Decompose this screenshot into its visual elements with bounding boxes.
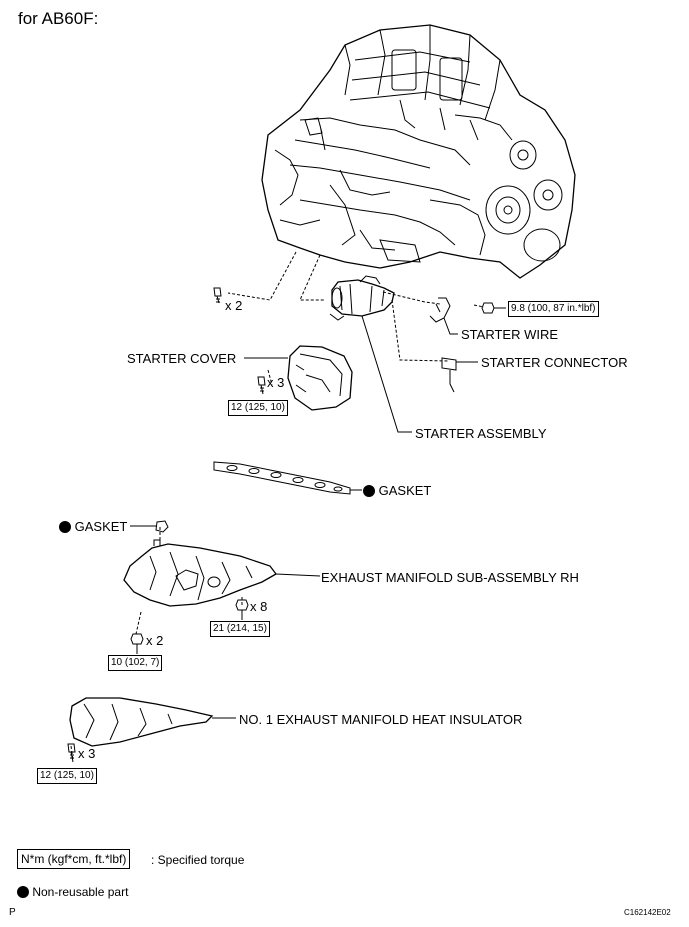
manifold-nut-icon xyxy=(235,599,249,620)
footer-page-letter: P xyxy=(9,907,16,918)
heat-insulator-icon xyxy=(69,697,214,747)
manifold-stud-torque: 10 (102, 7) xyxy=(108,655,163,671)
engine-leader-lines xyxy=(70,251,485,761)
upper-gasket-label: GASKET xyxy=(363,484,431,497)
starter-connector-label: STARTER CONNECTOR xyxy=(481,355,628,370)
legend-torque-desc: : Specified torque xyxy=(151,853,245,867)
starter-wire-leader xyxy=(443,317,458,335)
cover-bolt-icon xyxy=(257,376,266,395)
non-reusable-dot-icon xyxy=(363,485,375,497)
manifold-nut-torque: 21 (214, 15) xyxy=(210,621,270,637)
legend-torque-unit: N*m (kgf*cm, ft.*lbf) xyxy=(17,849,131,869)
non-reusable-dot-icon xyxy=(17,886,29,898)
starter-wire-icon xyxy=(429,297,451,323)
starter-cover-label: STARTER COVER xyxy=(127,351,237,366)
small-gasket-icon xyxy=(155,520,169,533)
starter-cover-icon xyxy=(287,345,353,411)
insulator-bolt-icon xyxy=(67,743,76,763)
starter-assembly-leader xyxy=(361,315,412,433)
manifold-stud-icon xyxy=(130,633,144,654)
starter-assembly-label: STARTER ASSEMBLY xyxy=(415,426,547,441)
starter-wire-label: STARTER WIRE xyxy=(461,327,559,342)
starter-assembly-icon xyxy=(329,275,395,321)
starter-connector-icon xyxy=(441,357,457,393)
starter-wire-nut-icon xyxy=(481,302,506,314)
starter-wire-torque: 9.8 (100, 87 in.*lbf) xyxy=(508,301,599,317)
heat-insulator-label: NO. 1 EXHAUST MANIFOLD HEAT INSULATOR xyxy=(239,712,523,727)
insulator-bolt-qty: x 3 xyxy=(78,746,96,761)
manifold-stud-qty: x 2 xyxy=(146,633,164,648)
upper-gasket-text: GASKET xyxy=(378,483,432,498)
upper-gasket-icon xyxy=(213,461,351,495)
engine-illustration xyxy=(261,24,576,279)
legend-non-reusable: Non-reusable part xyxy=(17,885,128,899)
non-reusable-dot-icon xyxy=(59,521,71,533)
footer-figure-code: C162142E02 xyxy=(624,908,671,917)
manifold-nut-qty: x 8 xyxy=(250,599,268,614)
legend-non-reusable-text: Non-reusable part xyxy=(32,885,129,899)
diagram-header: for AB60F: xyxy=(18,9,99,28)
exhaust-manifold-label: EXHAUST MANIFOLD SUB-ASSEMBLY RH xyxy=(321,570,579,585)
cover-bolt-qty: x 3 xyxy=(267,375,285,390)
left-gasket-text: GASKET xyxy=(74,519,128,534)
exhaust-manifold-icon xyxy=(123,539,277,607)
insulator-bolt-torque: 12 (125, 10) xyxy=(37,768,97,784)
left-gasket-label: GASKET xyxy=(59,520,127,533)
starter-bolt-qty: x 2 xyxy=(225,298,243,313)
cover-bolt-torque: 12 (125, 10) xyxy=(228,400,288,416)
starter-bolt-icon xyxy=(213,287,222,304)
exhaust-manifold-leader xyxy=(275,573,321,577)
